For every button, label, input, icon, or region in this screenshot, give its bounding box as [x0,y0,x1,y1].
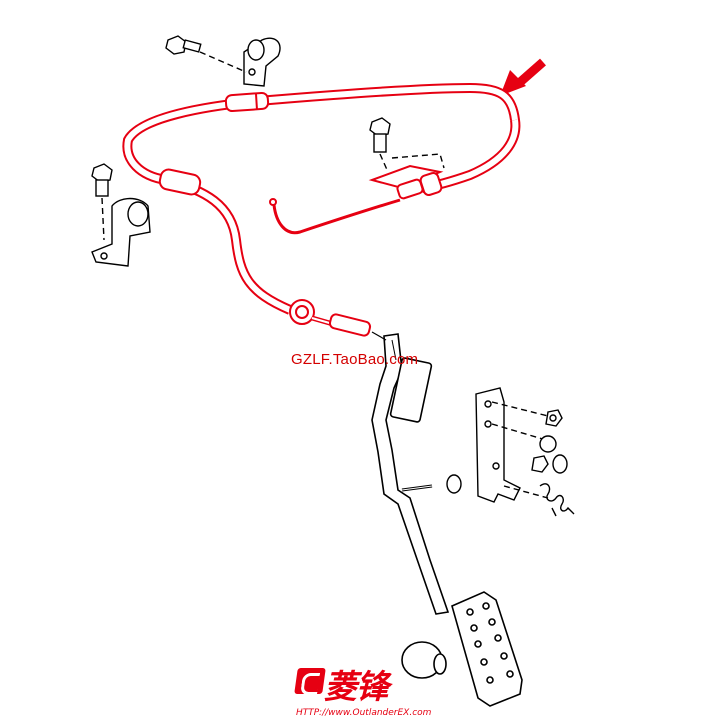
return-spring [539,483,575,517]
cable-bracket-bolt [369,117,445,173]
brand-logo-icon [294,668,326,694]
upper-cable-clip [243,37,281,87]
left-clip-bolt [91,163,113,241]
pedal-mounting-bracket [475,387,549,503]
accelerator-pedal-arm [371,333,450,615]
mounting-nuts [446,409,568,494]
brand-logo-text: 菱锋 [324,667,389,706]
pedal-stopper [401,641,447,679]
store-watermark: GZLF.TaoBao.com [291,351,419,368]
pedal-cable-link [371,331,387,341]
highlight-arrow [500,58,546,96]
accelerator-cable [122,82,521,337]
accelerator-pedal-pad [451,591,523,707]
left-cable-clip [91,197,151,267]
upper-clip-bolt [165,35,247,73]
brand-logo-url: HTTP://www.OutlanderEX.com [296,708,432,718]
